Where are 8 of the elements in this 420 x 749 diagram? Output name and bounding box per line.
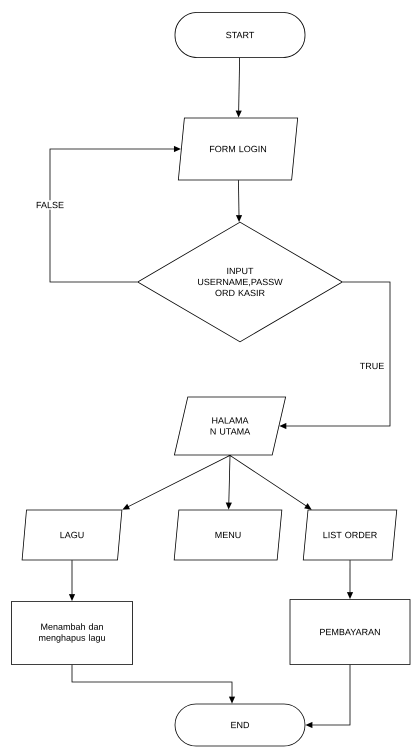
data-parallelogram: FORM LOGIN [178,118,298,180]
edge-label: FALSE [34,200,66,210]
data-parallelogram: LAGU [22,510,122,560]
edge-label: TRUE [358,361,386,371]
data-parallelogram: LIST ORDER [302,510,398,560]
process-box: Menambah dan menghapus lagu [11,601,133,665]
process-box: PEMBAYARAN [290,599,410,665]
data-parallelogram: MENU [174,510,282,560]
